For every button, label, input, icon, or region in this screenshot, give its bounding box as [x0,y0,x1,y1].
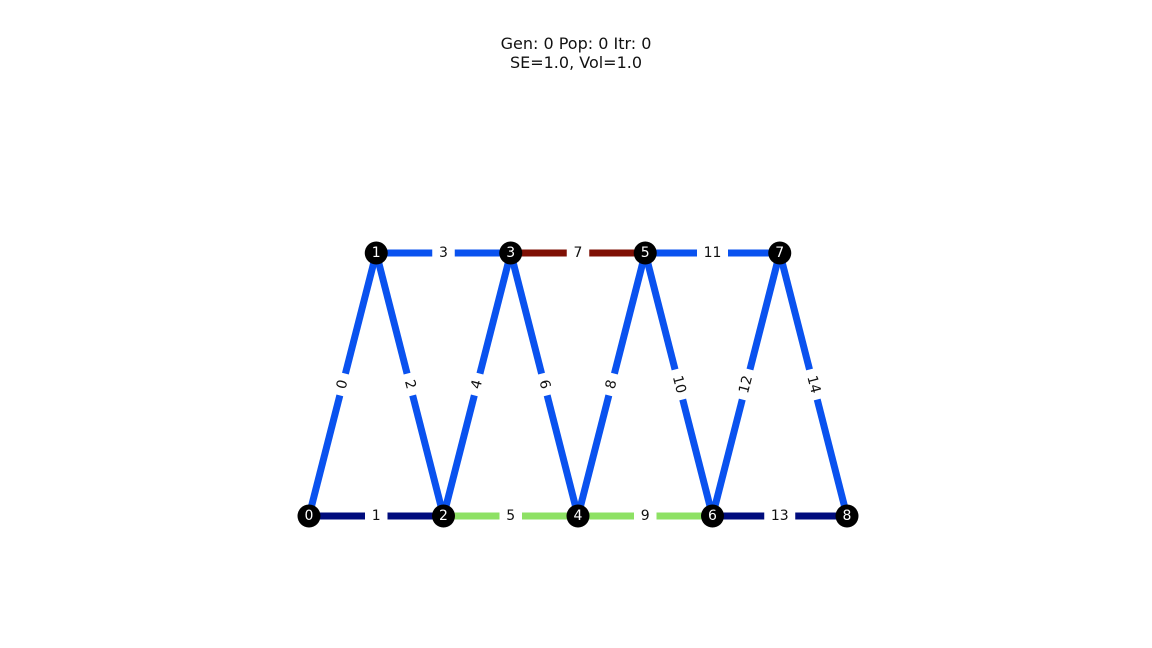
member-label-text: 5 [506,508,515,524]
member-label-5: 5 [499,506,522,526]
node-label: 3 [506,245,515,261]
member-label-14: 14 [799,367,827,402]
node-label: 5 [641,245,650,261]
node-marker [701,504,724,528]
member-label-text: 8 [603,378,621,391]
node-marker [499,241,523,265]
member-label-0: 0 [330,371,356,398]
node-label: 4 [574,508,583,524]
member-label-4: 4 [464,371,490,398]
member-label-bg [330,371,356,398]
member-label-bg [566,243,590,263]
node-label: 6 [708,508,717,524]
node-marker [364,241,388,265]
member-label-bg [764,506,796,526]
node-8: 8 [835,504,859,528]
title-line-metrics: SE=1.0, Vol=1.0 [509,53,643,72]
member-label-9: 9 [634,506,657,526]
member-label-text: 2 [401,378,419,391]
member-label-bg [799,367,827,402]
node-0: 0 [297,504,321,528]
member-label-text: 6 [536,378,554,391]
member-label-bg [665,367,693,402]
node-label: 2 [439,508,448,524]
node-marker [566,504,590,528]
member-label-1: 1 [365,506,388,526]
member-label-bg [432,243,455,263]
member-label-text: 3 [439,245,448,261]
node-marker [835,504,859,528]
member-label-3: 3 [432,243,455,263]
member-label-bg [732,367,760,402]
title-line-generation: Gen: 0 Pop: 0 Itr: 0 [500,34,652,53]
member-label-bg [634,506,657,526]
node-2: 2 [432,504,455,528]
member-label-text: 9 [641,508,650,524]
node-1: 1 [364,241,388,265]
node-marker [768,241,792,265]
node-marker [633,241,657,265]
node-7: 7 [768,241,792,265]
node-label: 8 [843,508,852,524]
figure-title: Gen: 0 Pop: 0 Itr: 0 SE=1.0, Vol=1.0 [0,34,1152,72]
member-label-bg [464,371,490,398]
node-marker [432,504,455,528]
member-label-13: 13 [764,506,796,526]
member-label-text: 10 [669,374,689,395]
member-label-text: 13 [771,508,789,524]
member-label-12: 12 [732,367,760,402]
member-label-bg [599,371,625,398]
node-label: 7 [775,245,784,261]
member-label-2: 2 [397,371,423,398]
member-label-text: 1 [372,508,381,524]
member-label-text: 12 [736,374,756,395]
edges-layer [305,249,851,520]
member-label-11: 11 [697,243,728,263]
node-label: 1 [372,245,381,261]
node-6: 6 [701,504,724,528]
member-label-text: 11 [704,245,722,261]
member-label-bg [397,371,423,398]
member-label-text: 4 [468,378,486,391]
member-label-bg [531,371,557,398]
member-label-6: 6 [531,371,557,398]
node-4: 4 [566,504,590,528]
node-marker [297,504,321,528]
member-label-bg [499,506,522,526]
node-3: 3 [499,241,523,265]
member-label-text: 7 [574,245,583,261]
member-label-text: 14 [803,374,823,395]
node-label: 0 [305,508,314,524]
member-label-7: 7 [566,243,590,263]
member-label-10: 10 [665,367,693,402]
member-label-8: 8 [599,371,625,398]
member-label-text: 0 [334,378,352,391]
member-label-bg [365,506,388,526]
node-5: 5 [633,241,657,265]
member-label-bg [697,243,728,263]
